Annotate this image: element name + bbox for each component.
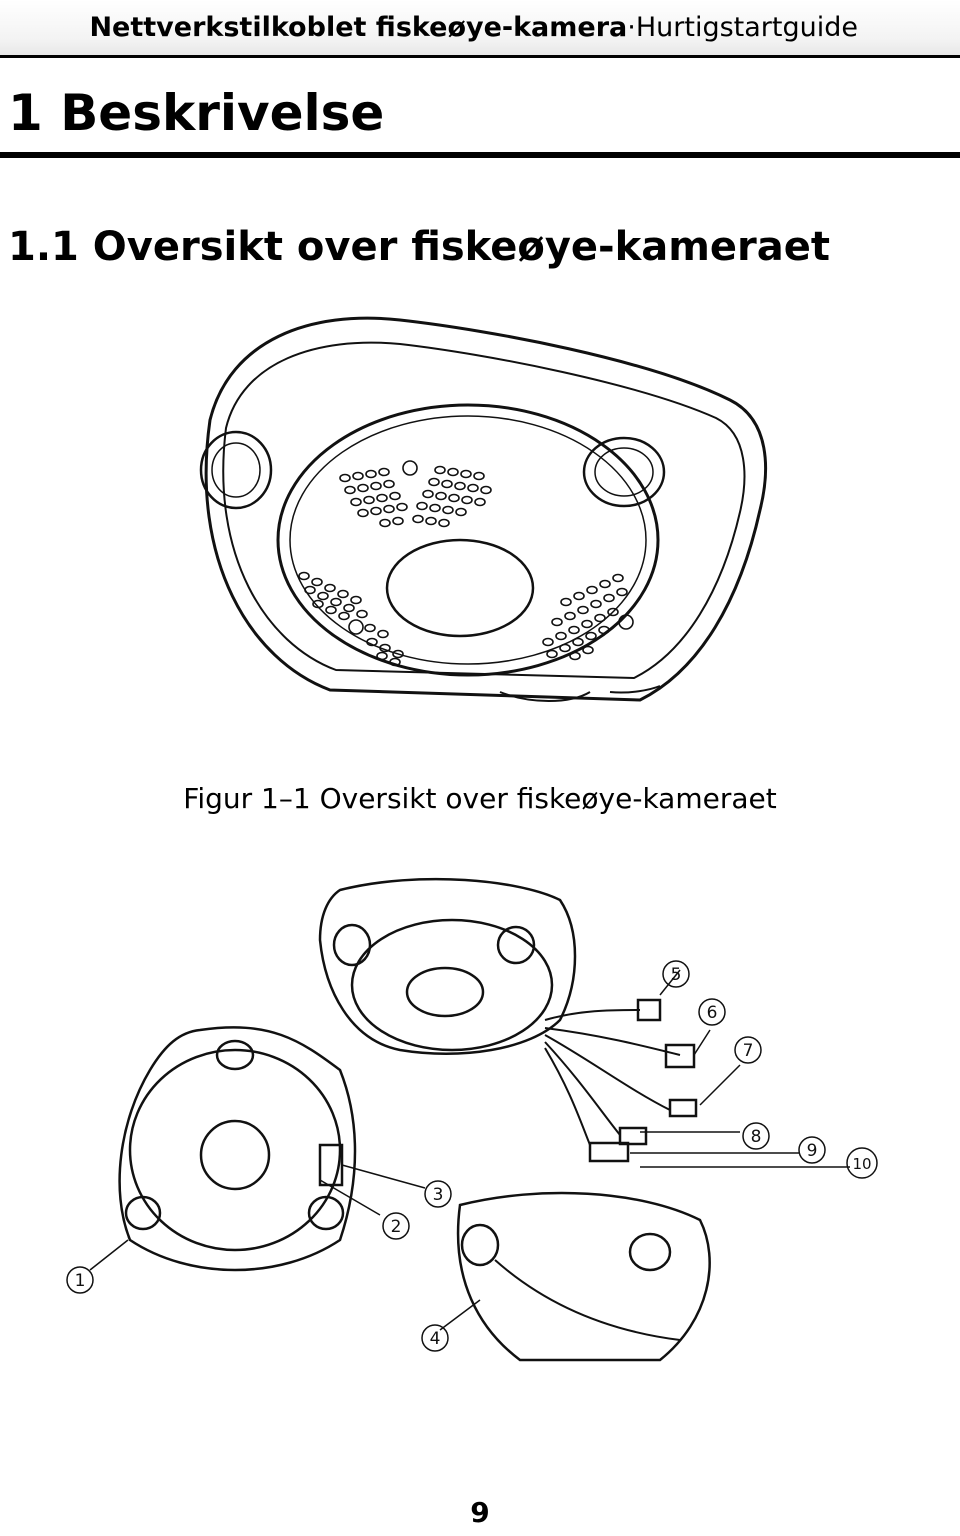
callout-7: 7: [743, 1041, 754, 1061]
callout-1: 1: [75, 1271, 86, 1291]
callout-8: 8: [751, 1127, 762, 1147]
section-title: 1.1 Oversikt over fiskeøye-kameraet: [8, 224, 830, 270]
callout-4: 4: [430, 1329, 441, 1349]
callout-5: 5: [671, 965, 682, 985]
callout-10: 10: [852, 1155, 871, 1173]
callout-6: 6: [707, 1003, 718, 1023]
camera-overview-illustration: [199, 316, 768, 702]
callout-9: 9: [807, 1141, 818, 1161]
header-rule: [0, 55, 960, 58]
figure-caption: Figur 1–1 Oversikt over fiskeøye-kamerae…: [183, 782, 777, 815]
callout-2: 2: [391, 1217, 402, 1237]
page-number: 9: [470, 1496, 490, 1529]
camera-components-illustration: 1 2 3 4 5 6 7 8 9 10: [66, 877, 878, 1362]
header-guide: Hurtigstartguide: [635, 12, 858, 43]
callout-3: 3: [433, 1185, 444, 1205]
header-product: Nettverkstilkoblet fiskeøye-kamera: [89, 12, 628, 43]
chapter-rule: [0, 152, 960, 158]
chapter-title: 1 Beskrivelse: [8, 84, 385, 142]
running-header: Nettverkstilkoblet fiskeøye-kamera·Hurti…: [0, 0, 960, 57]
header-separator: ·: [627, 12, 636, 43]
header-title: Nettverkstilkoblet fiskeøye-kamera·Hurti…: [89, 12, 858, 43]
